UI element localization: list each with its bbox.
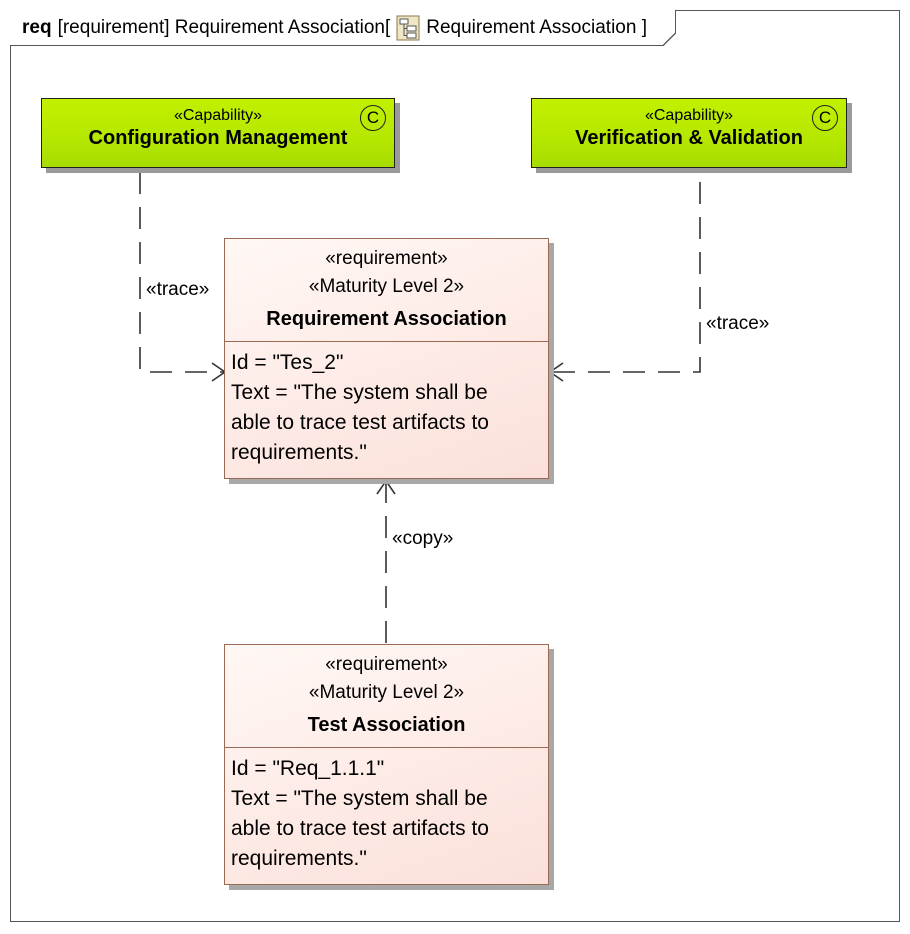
requirement-text-line: requirements." [231,847,367,870]
frame-diagram-name: Requirement Association ] [426,16,647,38]
capability-icon: C [360,105,386,131]
requirement-name: Test Association [307,714,466,736]
requirement-text-line: able to trace test artifacts to [231,817,489,840]
requirement-header: «requirement» «Maturity Level 2» Require… [225,239,548,342]
trace-line-left [139,172,224,373]
copy-label: «copy» [392,528,454,549]
frame-title: [requirement] Requirement Association[ [57,16,391,38]
capability-configuration-management[interactable]: «Capability» Configuration Management C [41,98,395,168]
requirement-text-line: Text = "The system shall be [231,787,488,810]
requirement-text-line: able to trace test artifacts to [231,411,489,434]
capability-stereotype: «Capability» [173,107,263,124]
capability-name: Verification & Validation [575,127,803,149]
requirement-maturity: «Maturity Level 2» [308,276,465,297]
requirement-diagram-icon [396,15,420,41]
requirement-text-line: Text = "The system shall be [231,381,488,404]
requirement-requirement-association[interactable]: «requirement» «Maturity Level 2» Require… [224,238,549,479]
diagram-frame-header: req [requirement] Requirement Associatio… [10,10,676,46]
requirement-test-association[interactable]: «requirement» «Maturity Level 2» Test As… [224,644,549,885]
trace-arrowhead-right [548,362,564,382]
requirement-id: Id = "Tes_2" [231,351,344,374]
requirement-properties: Id = "Tes_2" Text = "The system shall be… [225,342,548,478]
requirement-id: Id = "Req_1.1.1" [231,757,385,780]
capability-stereotype: «Capability» [644,107,734,124]
capability-icon: C [812,105,838,131]
frame-keyword: req [22,16,52,38]
copy-arrowhead [376,479,396,495]
requirement-header: «requirement» «Maturity Level 2» Test As… [225,645,548,748]
requirement-stereotype: «requirement» [325,654,448,675]
capability-verification-validation[interactable]: «Capability» Verification & Validation C [531,98,847,168]
requirement-stereotype: «requirement» [325,248,448,269]
requirement-maturity: «Maturity Level 2» [308,682,465,703]
trace-label-right: «trace» [706,313,770,334]
trace-label-left: «trace» [146,279,210,300]
requirement-name: Requirement Association [266,308,507,330]
requirement-properties: Id = "Req_1.1.1" Text = "The system shal… [225,748,548,884]
frame-header-corner [661,32,676,46]
trace-line-right [551,182,701,373]
capability-name: Configuration Management [88,127,348,149]
requirement-text-line: requirements." [231,441,367,464]
